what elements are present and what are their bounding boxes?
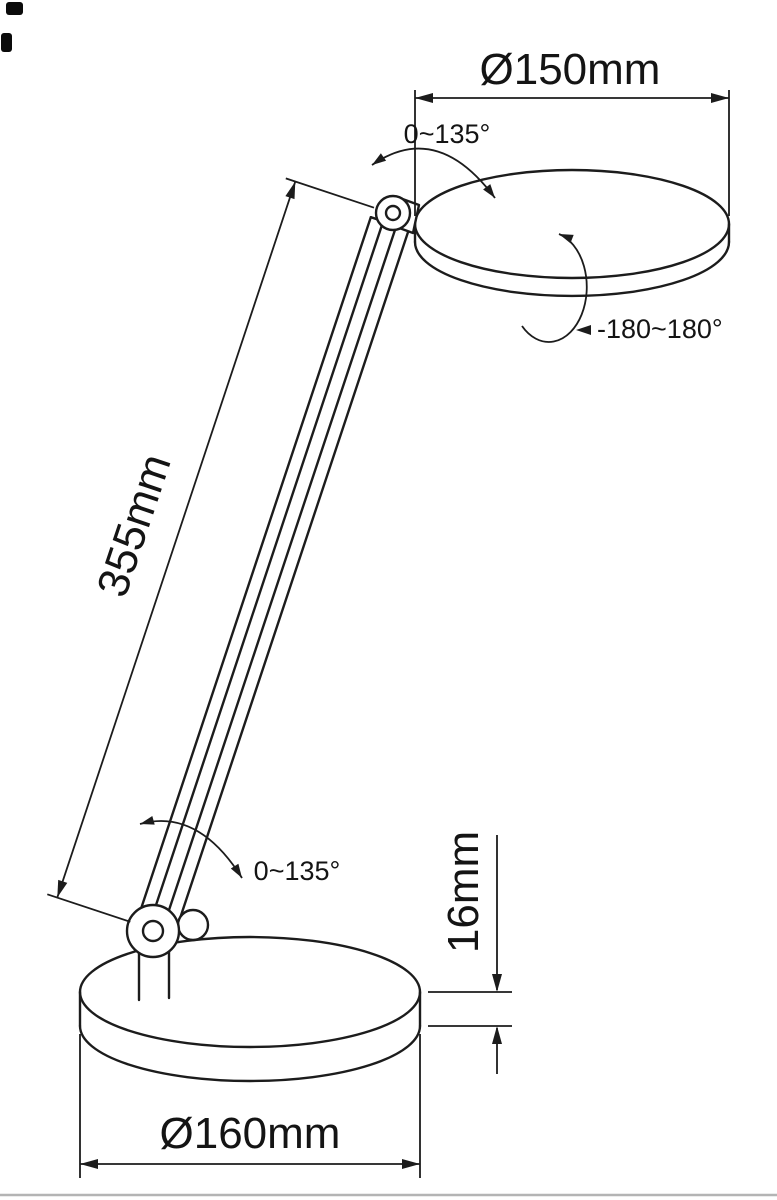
scan-artifact: [1, 2, 23, 52]
head-tilt-label: 0~135°: [404, 119, 491, 149]
dim-arm-length: 355mm: [47, 177, 375, 923]
dim-base-height: 16mm: [428, 831, 512, 1074]
head-rotation-label: -180~180°: [597, 314, 723, 344]
base-height-label: 16mm: [439, 831, 488, 953]
dim-head-tilt: 0~135°: [371, 119, 496, 199]
arm-length-label: 355mm: [88, 448, 181, 603]
dim-base-diameter: Ø160mm: [79, 1034, 421, 1178]
upper-joint: [374, 194, 421, 235]
arm-tilt-label: 0~135°: [254, 856, 341, 886]
lamp-head-disc: [413, 168, 731, 298]
lamp-arm: [139, 215, 410, 924]
lower-joint-knob: [176, 908, 210, 942]
lower-joint: [125, 903, 210, 959]
head-diameter-label: Ø150mm: [480, 45, 661, 94]
lamp-base: [78, 935, 422, 1083]
dim-arm-tilt: 0~135°: [139, 816, 341, 886]
base-diameter-label: Ø160mm: [160, 1109, 341, 1158]
dim-head-rotation: -180~180°: [521, 233, 723, 344]
dim-head-diameter: Ø150mm: [414, 45, 730, 216]
